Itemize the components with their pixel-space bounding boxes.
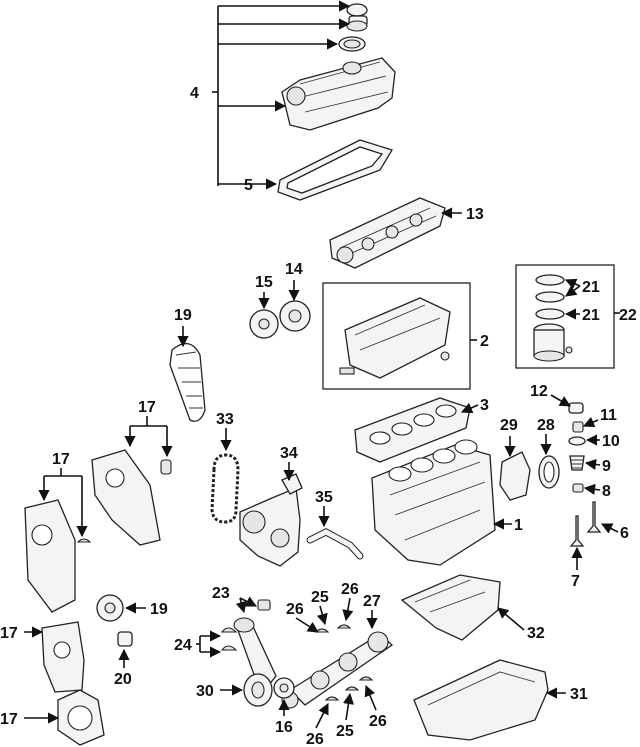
callout-29: 29 [500,417,518,434]
idler-pulley [117,631,133,647]
callout-17-upper: 17 [138,399,156,416]
callout-labels: 4 5 13 14 15 19 2 21 21 22 3 12 11 10 9 … [0,85,637,747]
leader-lines [24,0,620,729]
callout-26-lower-left: 26 [306,731,324,747]
crankshaft-sprocket [273,677,295,699]
valve-train-parts [568,402,602,547]
oil-pickup-tube [306,528,364,560]
callout-24: 24 [174,637,192,654]
callout-1: 1 [514,517,523,534]
oil-filler-cap [346,3,368,32]
callout-17-middle: 17 [0,625,18,642]
callout-21-lower: 21 [582,307,600,324]
callout-26-lower-right: 26 [369,713,387,730]
callout-10: 10 [602,433,620,450]
timing-cover-rear [57,689,105,746]
callout-25-upper: 25 [311,589,329,606]
callout-26-upper-left: 26 [286,601,304,618]
callout-6: 6 [620,525,629,542]
callout-19: 19 [150,601,168,618]
belt-tensioner [96,594,124,622]
callout-9: 9 [602,458,611,475]
valve-cover-gasket [277,139,393,201]
connecting-rod [220,599,277,687]
callout-5: 5 [244,177,253,194]
callout-14: 14 [285,261,303,278]
callout-23: 23 [212,585,230,602]
callout-13: 13 [466,206,484,223]
callout-17-lower: 17 [0,711,18,728]
callout-12: 12 [530,383,548,400]
callout-8: 8 [602,483,611,500]
callout-35: 35 [315,489,333,506]
crankshaft [281,631,394,709]
callout-22: 22 [619,307,637,324]
head-gasket [354,397,471,463]
callout-15: 15 [255,274,273,291]
callout-28: 28 [537,417,555,434]
timing-cover-upper [91,449,172,546]
callout-34: 34 [280,445,298,462]
oil-pan-baffle [400,574,501,641]
callout-18: 19 [174,307,192,324]
callout-17-left: 17 [52,451,70,468]
main-bearings [314,624,374,701]
callout-30: 30 [196,683,214,700]
valve-cover [281,57,396,131]
cap-seal-ring [338,36,366,52]
timing-belt [169,343,206,422]
callout-11: 11 [600,407,617,424]
callout-25-lower: 25 [336,723,354,740]
callout-27: 27 [363,593,381,610]
callout-16: 16 [275,719,293,736]
callout-33: 33 [216,411,234,428]
callout-3: 3 [480,397,489,414]
callout-4: 4 [190,85,199,102]
timing-cover-lower [24,499,92,613]
callout-2: 2 [480,333,489,350]
callout-32: 32 [527,625,545,642]
callout-31: 31 [570,686,588,703]
callout-26-upper-right: 26 [341,581,359,598]
cylinder-head [322,282,471,390]
oil-pan [413,659,549,741]
oil-pump [239,473,303,567]
callout-21-upper: 21 [582,279,600,296]
drive-chain [210,453,240,524]
camshaft-assembly [329,197,446,269]
rear-main-seal-housing [499,451,560,501]
callout-20: 20 [114,671,132,688]
camshaft-sprockets [249,300,311,339]
callout-7: 7 [571,573,580,590]
timing-cover-middle [41,621,85,693]
engine-block [371,439,496,566]
crankshaft-pulley [243,673,273,707]
